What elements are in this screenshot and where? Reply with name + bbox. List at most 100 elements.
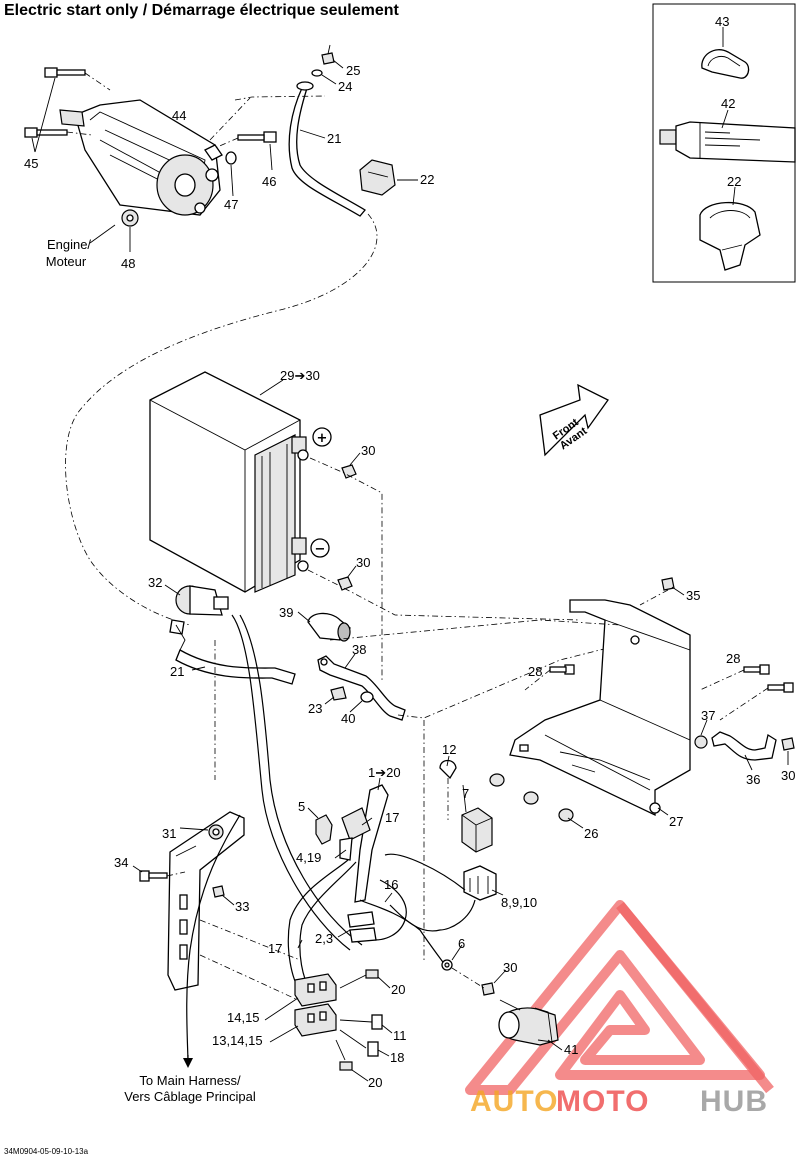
watermark-moto: MOTO [556, 1085, 649, 1118]
callout-43: 43 [715, 14, 729, 29]
harness-arrow-icon [183, 1058, 193, 1068]
callout-32: 32 [148, 575, 162, 590]
watermark-hub: HUB [700, 1085, 768, 1118]
callout-30b: 30 [356, 555, 370, 570]
callout-11: 11 [393, 1028, 407, 1043]
callout-40: 40 [341, 711, 355, 726]
callout-41: 41 [564, 1042, 578, 1057]
bolt-46-icon [237, 131, 277, 143]
callout-30d: 30 [503, 960, 517, 975]
callout-2-3: 2,3 [315, 931, 333, 946]
bolt-28c-icon [767, 682, 794, 693]
callout-13-14-15: 13,14,15 [212, 1033, 263, 1048]
bolt-28b-icon [743, 664, 770, 675]
washer-24-icon [311, 69, 323, 77]
callout-1-20: 1➔20 [368, 765, 401, 780]
nut-35-icon [661, 577, 675, 591]
solenoid-32-icon [169, 585, 229, 635]
fuse-20b-icon [339, 1061, 353, 1071]
callout-27: 27 [669, 814, 683, 829]
callout-21b: 21 [170, 664, 184, 679]
positive-terminal-icon [312, 427, 332, 447]
callout-42: 42 [721, 96, 735, 111]
lock-washer-37-icon [694, 735, 708, 749]
terminal-cap-39-icon [307, 612, 351, 642]
callout-25: 25 [346, 63, 360, 78]
bolt-45-icon [24, 67, 86, 138]
callout-20b: 20 [368, 1075, 382, 1090]
nut-30a-icon [341, 464, 357, 479]
negative-symbol: − [315, 542, 326, 557]
callout-34: 34 [114, 855, 128, 870]
callout-7: 7 [462, 786, 469, 801]
callout-21a: 21 [327, 131, 341, 146]
sealant-tube-42-icon [659, 121, 796, 163]
battery-cable-38-icon [317, 655, 406, 721]
bracket-31-icon [167, 811, 245, 991]
callout-28a: 28 [528, 664, 542, 679]
engine-note-line1: Engine/ [47, 237, 91, 252]
callout-6: 6 [458, 936, 465, 951]
callout-31: 31 [162, 826, 176, 841]
fuse-11-icon [371, 1014, 383, 1030]
callout-30c: 30 [781, 768, 795, 783]
nut-33-icon [212, 885, 225, 898]
fuse-holder-17-icon [339, 784, 389, 903]
watermark-text: AUTO MOTO HUB [470, 1085, 768, 1118]
callout-22a: 22 [420, 172, 434, 187]
callout-44: 44 [172, 108, 186, 123]
clip-5-icon [315, 814, 333, 845]
nut-25-icon [321, 44, 335, 65]
callout-16: 16 [384, 877, 398, 892]
grommet-26b-icon [523, 791, 539, 805]
bolt-28a-icon [549, 664, 575, 675]
callout-12: 12 [442, 742, 456, 757]
callout-37: 37 [701, 708, 715, 723]
fuse-block-13-14-15-icon [294, 1003, 337, 1037]
starter-motor-44-icon [59, 99, 223, 216]
callout-39: 39 [279, 605, 293, 620]
callout-14-15: 14,15 [227, 1010, 260, 1025]
fuse-18-icon [367, 1041, 379, 1057]
callout-17a: 17 [385, 810, 399, 825]
washer-40-icon [360, 691, 374, 703]
callout-28b: 28 [726, 651, 740, 666]
ground-terminal-6-icon [441, 959, 453, 971]
fuse-block-14-15-icon [294, 973, 337, 1007]
positive-symbol: + [317, 431, 328, 446]
bolt-34-icon [139, 870, 168, 882]
callouts: 25 24 44 21 45 46 47 22 48 43 42 22 29➔3… [24, 14, 795, 1090]
nut-30c-icon [781, 737, 795, 751]
callout-48: 48 [121, 256, 135, 271]
callout-46: 46 [262, 174, 276, 189]
harness-note-line2: Vers Câblage Principal [124, 1089, 256, 1104]
callout-26: 26 [584, 826, 598, 841]
watermark-logo [465, 900, 774, 1095]
callout-24: 24 [338, 79, 352, 94]
washer-47-icon [225, 151, 237, 165]
callout-30a: 30 [361, 443, 375, 458]
negative-terminal-icon [310, 538, 330, 558]
callout-33: 33 [235, 899, 249, 914]
callout-17b: 17 [268, 941, 282, 956]
battery-tray-27-icon [509, 599, 691, 817]
fuse-clip-12-icon [439, 759, 457, 780]
nut-23-icon [330, 686, 347, 701]
callout-8-9-10: 8,9,10 [501, 895, 537, 910]
diagram-code: 34M0904-05-09-10-13a [4, 1147, 89, 1156]
grommet-26c-icon [558, 808, 574, 822]
fuse-20a-icon [365, 969, 379, 979]
grommet-26a-icon [489, 773, 505, 787]
connector-8-9-10-icon [463, 865, 497, 901]
starter-cable-21-icon [288, 81, 366, 217]
callout-18: 18 [390, 1050, 404, 1065]
callout-20a: 20 [391, 982, 405, 997]
engine-note-line2: Moteur [46, 254, 87, 269]
callout-45: 45 [24, 156, 38, 171]
battery-29-icon [149, 371, 309, 593]
clip-22-icon [359, 159, 396, 196]
front-arrow-icon [539, 383, 609, 457]
nut-30d-icon [481, 982, 495, 996]
fuse-cover-41-icon [498, 1007, 559, 1046]
